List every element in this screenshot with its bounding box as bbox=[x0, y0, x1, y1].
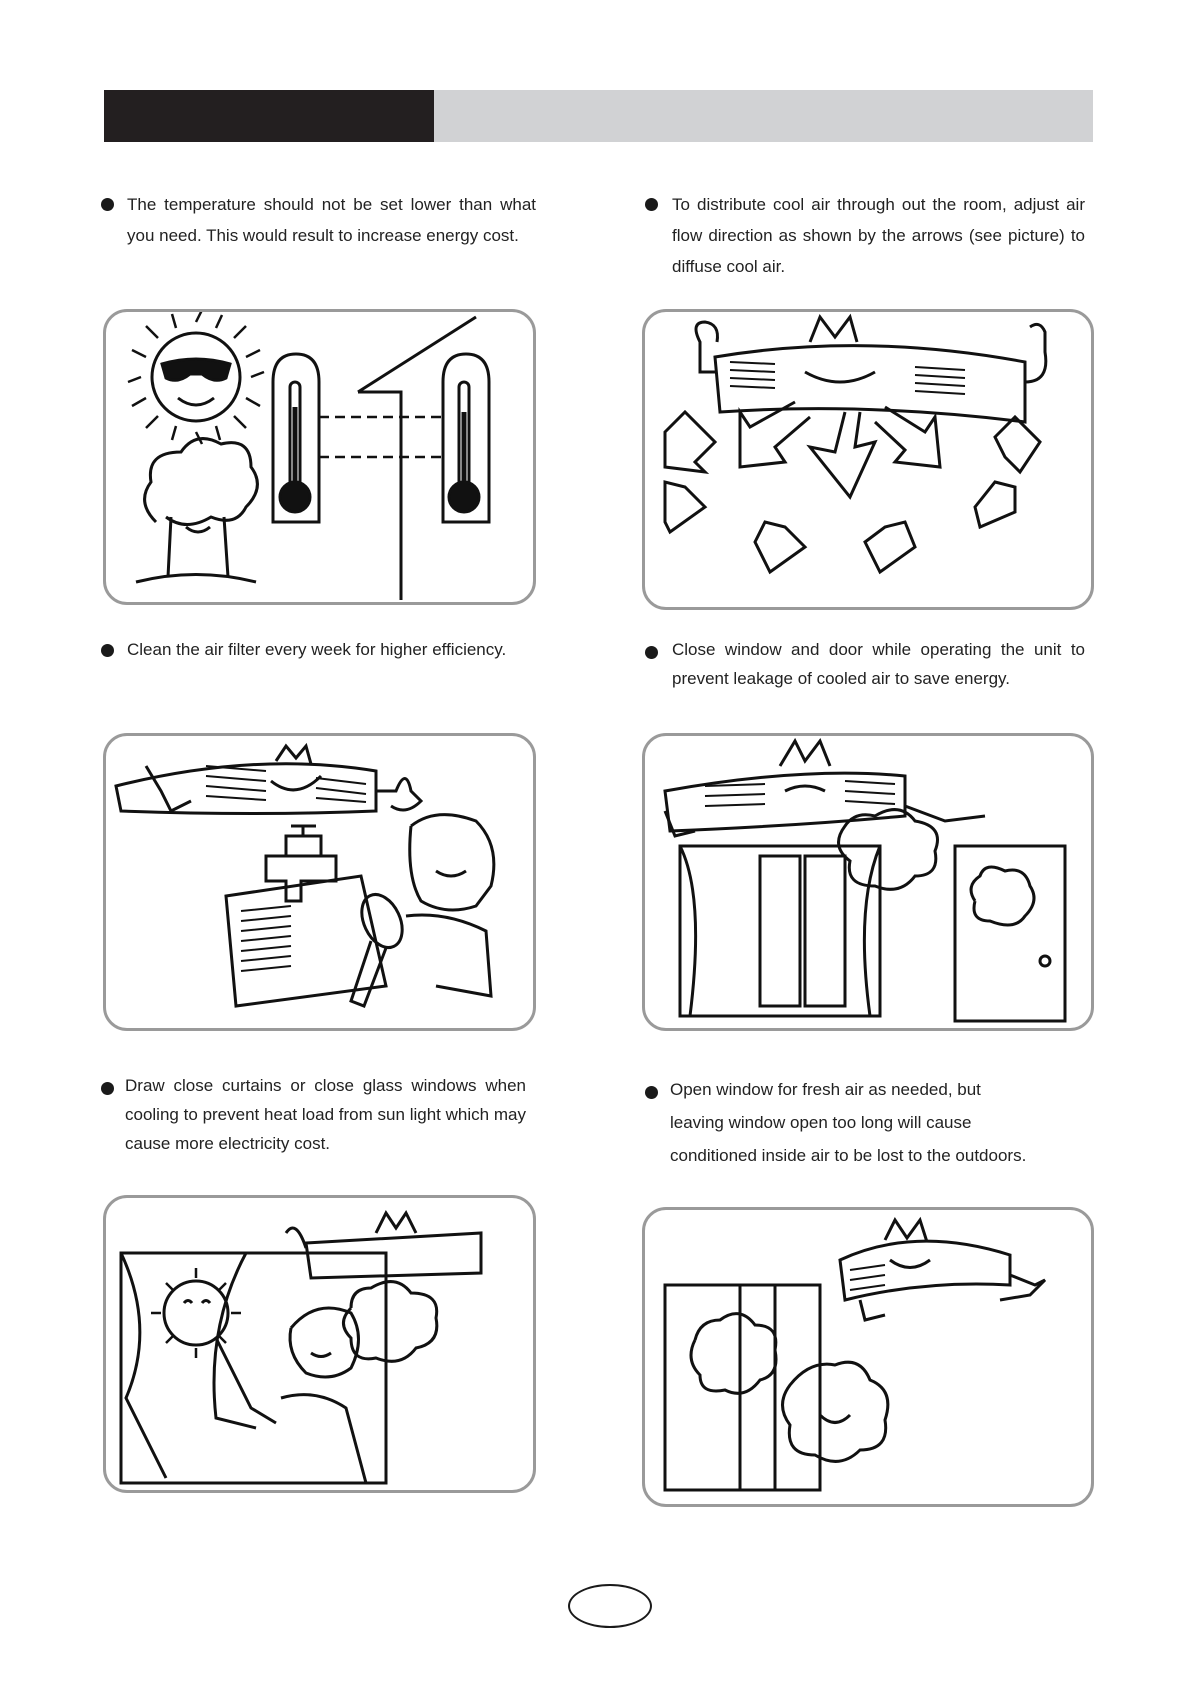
water-faucet-icon bbox=[264, 824, 338, 903]
sun-icon bbox=[151, 1268, 241, 1358]
cloud-icon bbox=[342, 1280, 439, 1363]
air-conditioner-unit-icon bbox=[114, 742, 424, 815]
air-filter-icon bbox=[224, 874, 388, 1008]
page-number-oval bbox=[568, 1584, 652, 1628]
tip-text: Draw close curtains or close glass windo… bbox=[125, 1076, 526, 1153]
tree-icon bbox=[135, 437, 259, 584]
air-conditioner-unit-icon bbox=[694, 313, 1048, 424]
window-icon bbox=[678, 844, 882, 1018]
thermometer-icon bbox=[271, 352, 321, 524]
tip-filter: Clean the air filter every week for high… bbox=[101, 636, 536, 706]
bullet-icon bbox=[645, 198, 658, 211]
tip-close-window: Close window and door while operating th… bbox=[645, 638, 1085, 738]
bullet-icon bbox=[101, 644, 114, 657]
thermometer-icon bbox=[441, 352, 491, 524]
tip-fresh-air: Open window for fresh air as needed, but… bbox=[645, 1079, 1085, 1209]
tip-text: The temperature should not be set lower … bbox=[127, 195, 536, 245]
air-conditioner-unit-icon bbox=[284, 1210, 483, 1280]
bullet-icon bbox=[645, 1086, 658, 1099]
person-icon bbox=[214, 1306, 368, 1484]
arrow-icon bbox=[663, 409, 1042, 575]
window-icon bbox=[119, 1251, 388, 1485]
tip-text: Open window for fresh air as needed, but… bbox=[670, 1080, 1027, 1165]
cloud-icon bbox=[837, 808, 939, 891]
window-icon bbox=[663, 1283, 822, 1492]
curtain-icon bbox=[119, 1252, 257, 1479]
tip-text: Clean the air filter every week for high… bbox=[127, 640, 507, 659]
cloud-icon bbox=[781, 1360, 890, 1463]
bullet-icon bbox=[101, 1082, 114, 1095]
curtain-icon bbox=[678, 845, 882, 1017]
tip-air-flow: To distribute cool air through out the r… bbox=[645, 190, 1085, 290]
arrow-icon bbox=[738, 400, 942, 500]
tip-temperature: The temperature should not be set lower … bbox=[101, 190, 536, 290]
tip-curtains: Draw close curtains or close glass windo… bbox=[101, 1075, 536, 1175]
sun-with-sunglasses-icon bbox=[127, 312, 265, 445]
person-icon bbox=[405, 813, 496, 998]
air-conditioner-unit-icon bbox=[663, 737, 986, 838]
bullet-icon bbox=[645, 646, 658, 659]
illustration-clean-filter bbox=[103, 733, 536, 1031]
bullet-icon bbox=[101, 198, 114, 211]
illustration-air-flow bbox=[642, 309, 1094, 610]
tip-text: Close window and door while operating th… bbox=[672, 640, 1085, 688]
cloud-icon bbox=[689, 1312, 778, 1395]
door-icon bbox=[953, 844, 1067, 1023]
illustration-curtains bbox=[103, 1195, 536, 1493]
air-conditioner-unit-icon bbox=[838, 1216, 1047, 1322]
house-outline-icon bbox=[357, 315, 477, 600]
illustration-close-window-door bbox=[642, 733, 1094, 1031]
illustration-fresh-air bbox=[642, 1207, 1094, 1507]
illustration-temperature bbox=[103, 309, 536, 605]
header-bar-dark bbox=[104, 90, 434, 142]
tip-text: To distribute cool air through out the r… bbox=[672, 195, 1085, 276]
header-bar-light bbox=[434, 90, 1093, 142]
brush-icon bbox=[349, 893, 404, 1008]
